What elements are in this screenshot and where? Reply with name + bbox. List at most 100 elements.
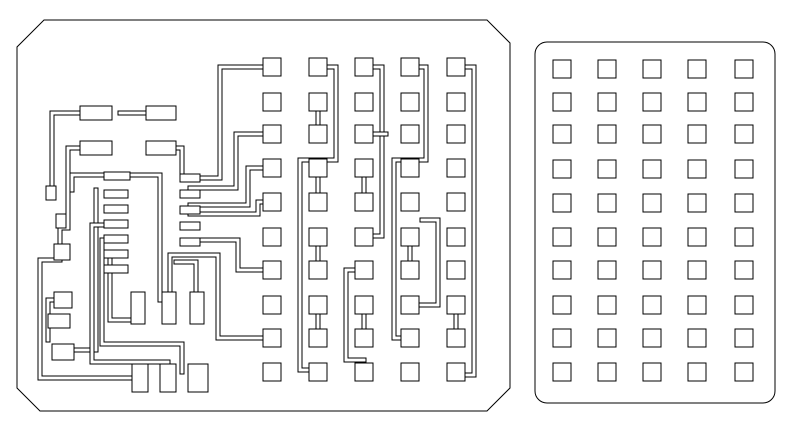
small-pad	[53, 291, 73, 309]
left-grid-pad	[400, 260, 420, 280]
right-grid-pad	[734, 260, 754, 280]
small-pad	[179, 221, 201, 231]
small-pad	[103, 204, 129, 214]
right-grid-pad	[642, 124, 662, 144]
right-grid-pad	[552, 92, 572, 112]
left-grid-pad	[308, 192, 328, 212]
right-grid-pad	[642, 227, 662, 247]
left-grid-pad	[446, 92, 466, 112]
left-board-component-pads	[45, 105, 209, 393]
left-grid-pad	[446, 124, 466, 144]
left-grid-pad	[308, 158, 328, 178]
left-grid-pad	[354, 57, 374, 77]
left-grid-pad	[446, 260, 466, 280]
component-pad	[130, 291, 146, 325]
right-grid-pad	[687, 124, 707, 144]
right-grid-pad	[552, 328, 572, 348]
component-pad	[79, 105, 113, 121]
left-grid-pad	[446, 362, 466, 382]
left-grid-pad	[262, 295, 282, 315]
left-grid-pad	[400, 192, 420, 212]
small-pad	[103, 219, 129, 229]
right-grid-pad	[597, 328, 617, 348]
small-pad	[51, 343, 75, 361]
component-pad	[179, 189, 201, 199]
right-grid-pad	[734, 362, 754, 382]
left-grid-pad	[354, 328, 374, 348]
right-grid-pad	[687, 260, 707, 280]
right-grid-pad	[597, 295, 617, 315]
component-pad	[145, 105, 177, 121]
right-grid-pad	[552, 124, 572, 144]
right-grid-pad	[687, 328, 707, 348]
left-grid-pad	[400, 57, 420, 77]
left-grid-pad	[262, 328, 282, 348]
small-pad	[47, 313, 71, 329]
left-grid-pad	[308, 57, 328, 77]
right-grid-pad	[687, 362, 707, 382]
right-grid-pad	[597, 92, 617, 112]
left-grid-pad	[308, 92, 328, 112]
left-grid-pad	[308, 227, 328, 247]
right-grid-pad	[734, 124, 754, 144]
left-grid-pad	[308, 362, 328, 382]
right-grid-pad	[597, 362, 617, 382]
right-grid-pad	[597, 124, 617, 144]
right-grid-pad	[597, 59, 617, 79]
right-grid-pad	[597, 260, 617, 280]
right-grid-pad	[734, 328, 754, 348]
left-grid-pad	[354, 362, 374, 382]
left-grid-pad	[400, 158, 420, 178]
left-grid-pad	[262, 124, 282, 144]
right-grid-pad	[687, 295, 707, 315]
small-pad	[103, 264, 129, 274]
component-pad	[161, 291, 177, 325]
trace-inner	[128, 173, 162, 302]
left-grid-pad	[446, 192, 466, 212]
trace-inner	[188, 65, 274, 180]
trace-inner	[188, 132, 274, 190]
left-grid-pad	[446, 57, 466, 77]
right-grid-pad	[552, 227, 572, 247]
left-grid-pad	[446, 295, 466, 315]
right-grid-pad	[597, 193, 617, 213]
right-grid-pad	[642, 295, 662, 315]
left-grid-pad	[262, 362, 282, 382]
component-pad	[145, 140, 177, 156]
left-grid-pad	[400, 227, 420, 247]
right-grid-pad	[734, 159, 754, 179]
right-grid-pad	[734, 59, 754, 79]
trace-inner	[188, 238, 274, 272]
left-grid-pad	[354, 124, 374, 144]
trace-inner	[168, 253, 274, 340]
right-grid-pad	[642, 260, 662, 280]
component-pad	[79, 140, 113, 156]
left-grid-pad	[262, 260, 282, 280]
component-pad	[131, 363, 149, 393]
left-grid-pad	[354, 158, 374, 178]
right-grid-pad	[552, 59, 572, 79]
right-grid-pad	[687, 59, 707, 79]
right-grid-pad	[642, 59, 662, 79]
left-grid-pad	[446, 158, 466, 178]
left-grid-pad	[354, 192, 374, 212]
left-grid-pad	[262, 227, 282, 247]
small-pad	[103, 189, 129, 199]
left-grid-pad	[308, 124, 328, 144]
right-grid-pad	[642, 92, 662, 112]
left-grid-pad	[354, 260, 374, 280]
trace-inner	[70, 188, 98, 352]
left-grid-pad	[262, 92, 282, 112]
left-grid-pad	[354, 295, 374, 315]
left-grid-pad	[262, 192, 282, 212]
right-grid-pad	[734, 92, 754, 112]
right-grid-pad	[552, 260, 572, 280]
left-grid-pad	[262, 57, 282, 77]
trace-inner	[38, 258, 142, 380]
right-grid-pad	[552, 295, 572, 315]
trace-inner	[174, 260, 198, 307]
small-pad	[53, 243, 71, 261]
right-grid-pad	[642, 328, 662, 348]
component-pad	[159, 363, 177, 393]
